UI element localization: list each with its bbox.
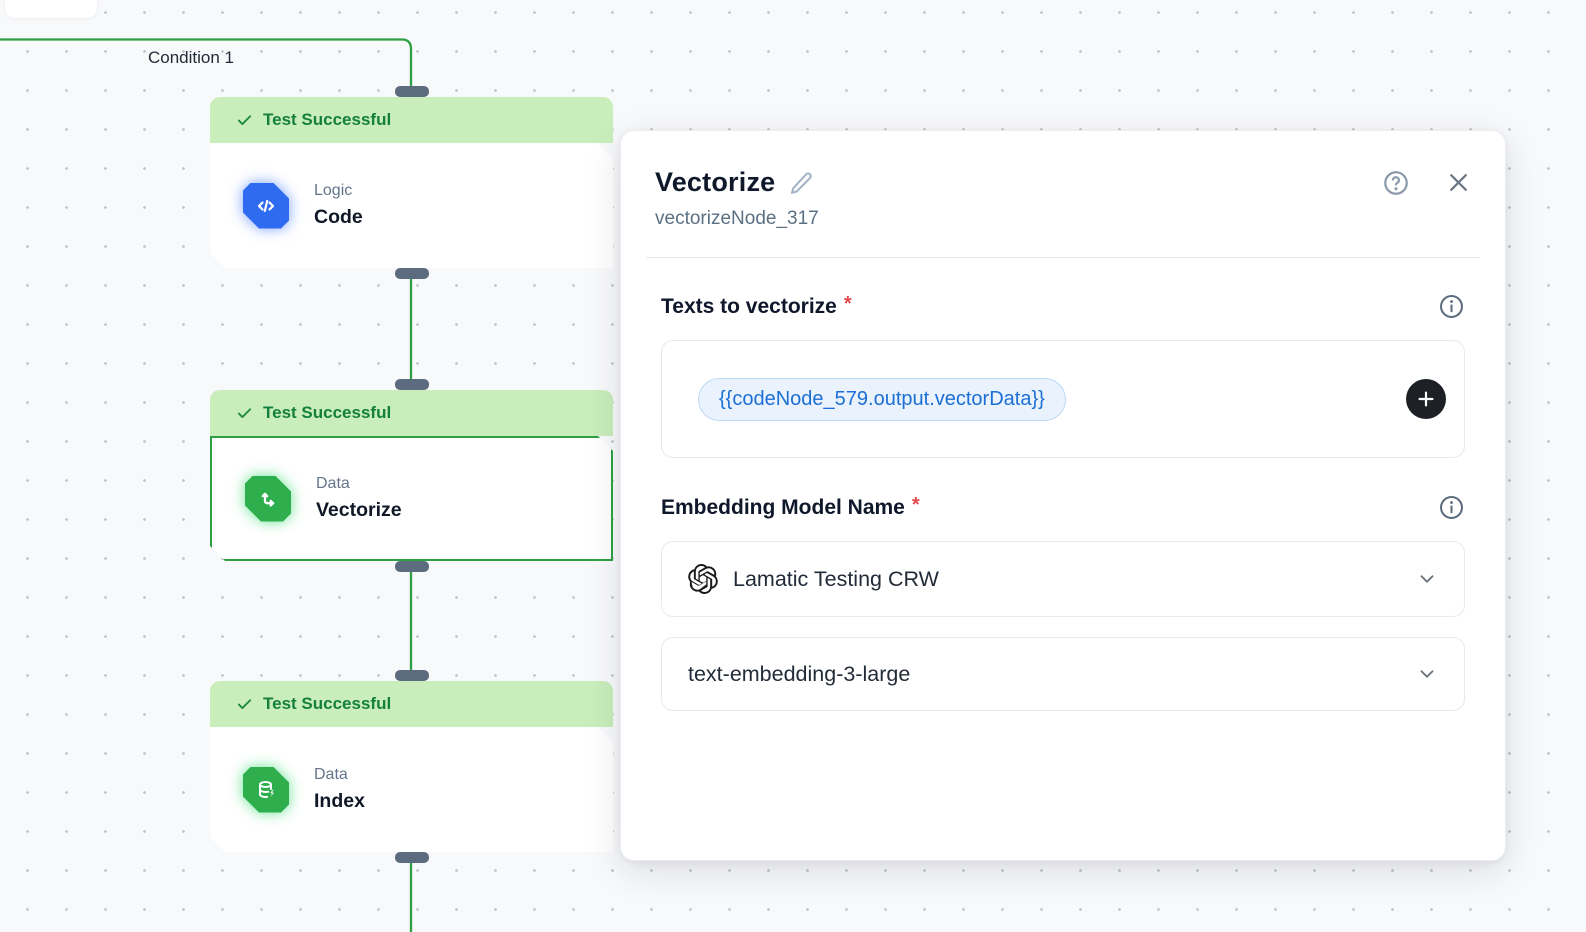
required-marker: * — [911, 494, 920, 516]
help-circle-icon — [1384, 170, 1408, 195]
flow-node-vectorize[interactable]: Test Successful Data Vectorize — [210, 379, 613, 572]
openai-logo-icon — [688, 564, 718, 594]
add-text-button[interactable] — [1406, 379, 1446, 419]
pencil-icon — [791, 172, 813, 194]
node-input-handle[interactable] — [394, 379, 429, 390]
test-status-banner: Test Successful — [210, 681, 613, 727]
node-input-handle[interactable] — [394, 670, 429, 681]
node-input-handle[interactable] — [394, 86, 429, 97]
embedding-info-button[interactable] — [1438, 494, 1465, 521]
help-button[interactable] — [1382, 169, 1410, 197]
chevron-down-icon — [1416, 663, 1438, 685]
node-output-handle[interactable] — [394, 852, 429, 863]
code-icon — [243, 183, 289, 229]
node-category: Data — [314, 766, 348, 783]
embedding-model-label: Embedding Model Name — [661, 495, 905, 519]
test-status-text: Test Successful — [263, 694, 392, 713]
database-bolt-icon — [243, 767, 289, 813]
test-status-text: Test Successful — [263, 403, 392, 422]
node-category: Logic — [314, 182, 353, 199]
texts-to-vectorize-field[interactable]: {{codeNode_579.output.vectorData}} — [661, 340, 1465, 458]
node-card[interactable]: Logic Code — [210, 143, 613, 268]
flow-node-code[interactable]: Test Successful Logic Code — [210, 86, 613, 279]
node-title: Code — [314, 206, 363, 228]
model-select[interactable]: text-embedding-3-large — [661, 637, 1465, 711]
info-icon — [1440, 295, 1463, 318]
node-id-subtitle: vectorizeNode_317 — [655, 208, 819, 229]
node-output-handle[interactable] — [394, 268, 429, 279]
close-icon — [1450, 174, 1467, 191]
check-icon — [237, 114, 252, 125]
variable-chip[interactable]: {{codeNode_579.output.vectorData}} — [698, 377, 1066, 421]
node-card[interactable]: Data Index — [210, 727, 613, 852]
divider — [646, 257, 1480, 258]
panel-title: Vectorize — [655, 167, 776, 197]
edit-title-button[interactable] — [789, 171, 813, 195]
offscreen-node-fragment — [5, 0, 97, 18]
test-status-text: Test Successful — [263, 110, 392, 129]
close-button[interactable] — [1446, 170, 1471, 195]
credential-select[interactable]: Lamatic Testing CRW — [661, 541, 1465, 617]
texts-info-button[interactable] — [1438, 293, 1465, 320]
node-title: Index — [314, 790, 365, 812]
credential-value: Lamatic Testing CRW — [733, 566, 939, 591]
test-status-banner: Test Successful — [210, 390, 613, 436]
node-output-handle[interactable] — [394, 561, 429, 572]
node-config-panel: Vectorize vectorizeNode_317 Texts to vec… — [620, 130, 1506, 861]
info-icon — [1440, 496, 1463, 519]
node-card[interactable]: Data Vectorize — [210, 436, 613, 561]
required-marker: * — [843, 293, 852, 315]
check-icon — [237, 698, 252, 709]
flow-node-index[interactable]: Test Successful Data Index — [210, 670, 613, 863]
texts-to-vectorize-label: Texts to vectorize — [661, 294, 837, 318]
node-category: Data — [316, 475, 350, 492]
chevron-down-icon — [1416, 568, 1438, 590]
model-value: text-embedding-3-large — [688, 661, 911, 686]
plus-icon — [1418, 391, 1434, 407]
test-status-banner: Test Successful — [210, 97, 613, 143]
vector-axis-icon — [245, 476, 291, 522]
check-icon — [237, 407, 252, 418]
edge-condition-label: Condition 1 — [148, 48, 235, 67]
node-title: Vectorize — [316, 499, 402, 521]
